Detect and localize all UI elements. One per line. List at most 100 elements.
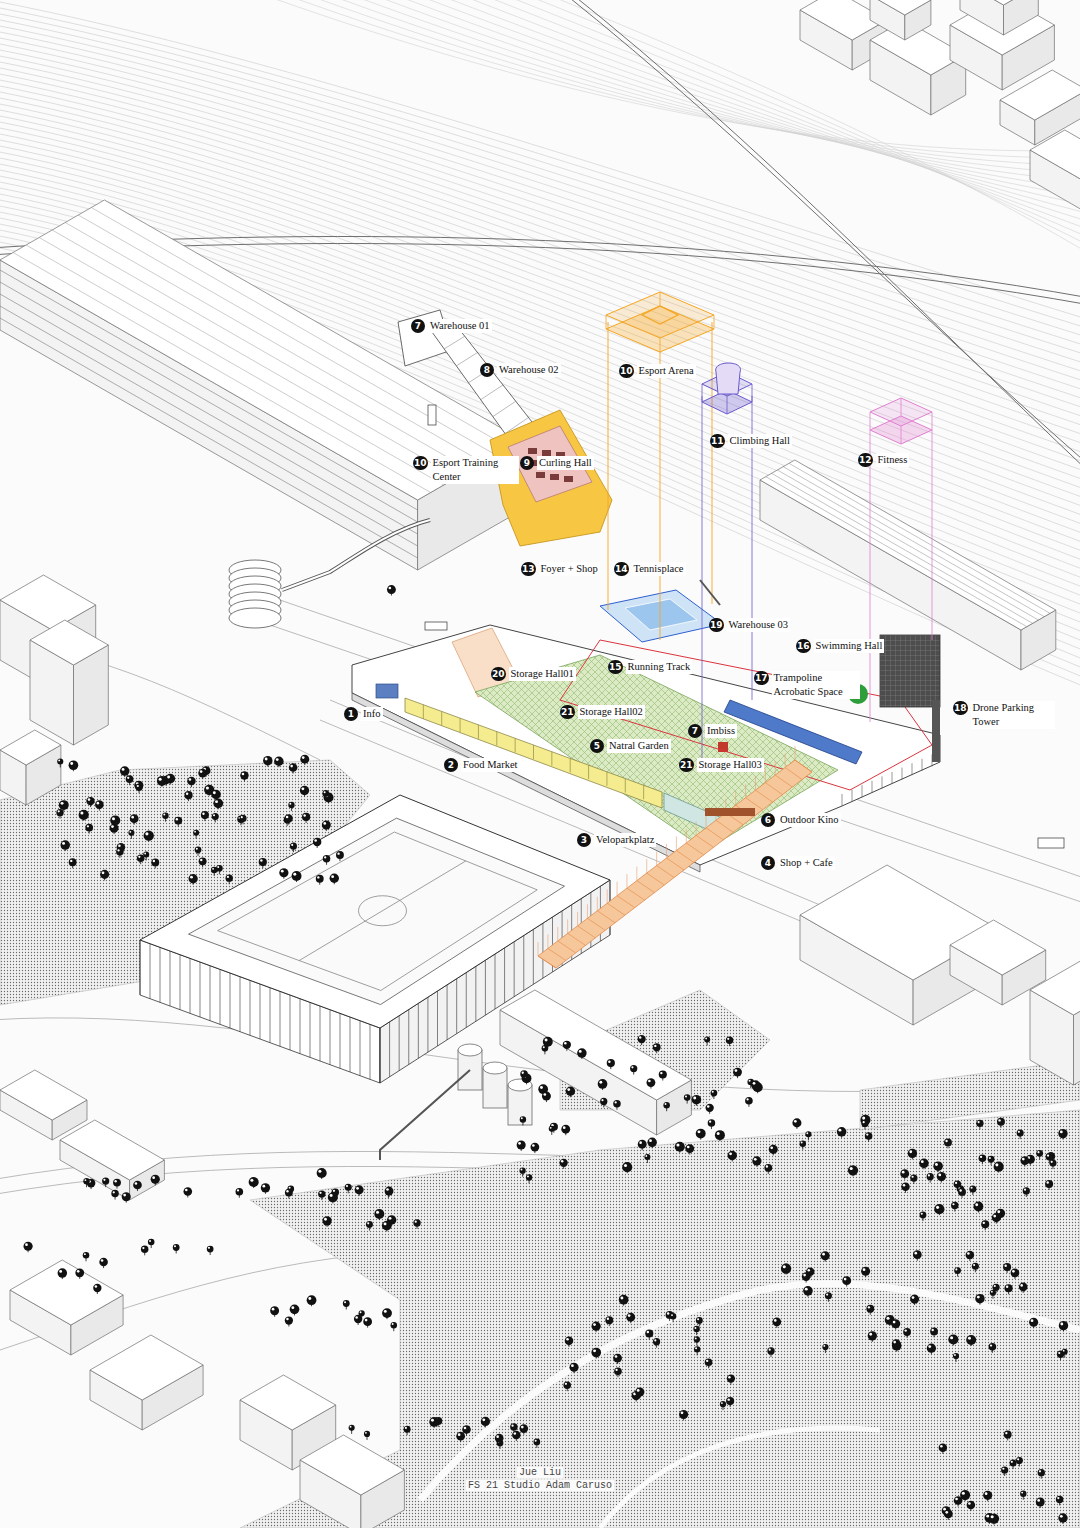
tree-light: [344, 1301, 346, 1303]
tree-crown: [561, 1125, 570, 1134]
tree-crown: [100, 870, 109, 879]
tree-light: [1058, 1352, 1060, 1354]
tree-light: [997, 1210, 1000, 1213]
callout-label: 10Esport Arena: [619, 364, 696, 378]
market-column: [441, 711, 442, 725]
callout-label: 3Veloparkplatz: [577, 833, 656, 847]
bridge-rib: [657, 866, 675, 878]
stadium-column: [523, 936, 524, 991]
tree-light: [1047, 1154, 1049, 1156]
tree-light: [77, 1270, 80, 1273]
tree-crown: [531, 1143, 540, 1152]
platform-column: [862, 785, 863, 797]
roof-line: [78, 215, 496, 455]
conveyor: [380, 1070, 470, 1160]
tree-crown: [289, 763, 298, 772]
tree-light: [868, 1306, 870, 1308]
tree-light: [1021, 1492, 1023, 1494]
tree-light: [550, 1127, 552, 1129]
tree-crown: [259, 858, 267, 866]
stadium-column: [280, 991, 281, 1046]
platform-column: [852, 790, 853, 802]
bridge-rib: [667, 858, 685, 870]
tree-crown: [967, 1501, 976, 1510]
tree-light: [909, 1150, 912, 1153]
tree-crown: [635, 1387, 644, 1396]
city-block: [90, 1335, 203, 1430]
program-name: Climbing Hall: [728, 434, 792, 448]
platform-column: [902, 768, 903, 780]
tree-light: [521, 1169, 523, 1171]
tree-crown: [1010, 1460, 1017, 1467]
tree-crown: [670, 1313, 676, 1319]
tree-light: [801, 1142, 803, 1144]
market-column: [570, 758, 571, 772]
drop-line: [700, 580, 720, 605]
tree-light: [649, 1139, 652, 1142]
tree-light: [308, 1297, 311, 1300]
tree-light: [59, 1270, 62, 1273]
tree-light: [95, 1285, 98, 1288]
tree-crown: [519, 1424, 528, 1433]
tree-crown: [542, 1045, 549, 1052]
tree-crown: [130, 814, 139, 823]
tree-light: [200, 770, 203, 773]
tree-light: [522, 1072, 524, 1074]
block-roof: [870, 0, 931, 15]
silo-top: [458, 1044, 482, 1056]
tree-crown: [989, 1513, 999, 1523]
tree-light: [101, 1259, 104, 1262]
tree-light: [921, 1213, 923, 1215]
block-roof: [0, 575, 96, 630]
tree-light: [945, 1140, 947, 1142]
tree-light: [822, 1253, 825, 1256]
callout-label: 21Storage Hall03: [679, 758, 764, 772]
tree-crown: [83, 1252, 90, 1259]
city-block: [60, 1120, 164, 1200]
ramp: [282, 520, 430, 590]
tree-crown: [285, 1189, 293, 1197]
bridge-rib: [578, 926, 596, 938]
stadium-column: [542, 923, 543, 978]
tree-crown: [800, 1140, 806, 1146]
tree-crown: [937, 1172, 946, 1181]
drop-line: [702, 396, 703, 760]
rail-line: [448, 0, 1080, 222]
bridge-rib: [587, 918, 605, 930]
stadium-column: [340, 1013, 341, 1068]
tree-crown: [792, 1118, 801, 1127]
stadium-column: [250, 980, 251, 1035]
tree-crown: [566, 1087, 575, 1096]
tree-crown: [866, 1305, 874, 1313]
pitch: [189, 818, 565, 1004]
tree-crown: [137, 854, 145, 862]
tree-light: [88, 798, 91, 801]
tree-crown: [974, 1202, 984, 1212]
tree-crown: [577, 1048, 587, 1058]
market-column: [496, 732, 497, 746]
tree-light: [185, 1189, 188, 1192]
tree-crown: [1057, 1351, 1064, 1358]
tree-crown: [1036, 1150, 1043, 1157]
tree-light: [1037, 1151, 1039, 1153]
tree-light: [144, 853, 146, 855]
bridge-rib: [548, 948, 566, 960]
drop-line: [608, 322, 609, 610]
bridge-post: [577, 912, 578, 926]
roof-line: [39, 238, 457, 478]
tree-light: [286, 1318, 288, 1320]
tree-light: [839, 1129, 842, 1132]
tree-light: [1060, 1515, 1063, 1518]
tree-crown: [57, 758, 63, 764]
tree-crown: [563, 1381, 571, 1389]
tree-light: [1011, 1461, 1013, 1463]
tennis-court-inner: [625, 599, 697, 630]
roof-line: [13, 253, 431, 493]
tree-crown: [212, 813, 219, 820]
tree-crown: [848, 1165, 858, 1175]
callout-number: 7: [688, 724, 702, 738]
tree-light: [135, 1182, 138, 1185]
tree-crown: [861, 1120, 868, 1127]
city-block: [500, 990, 691, 1135]
